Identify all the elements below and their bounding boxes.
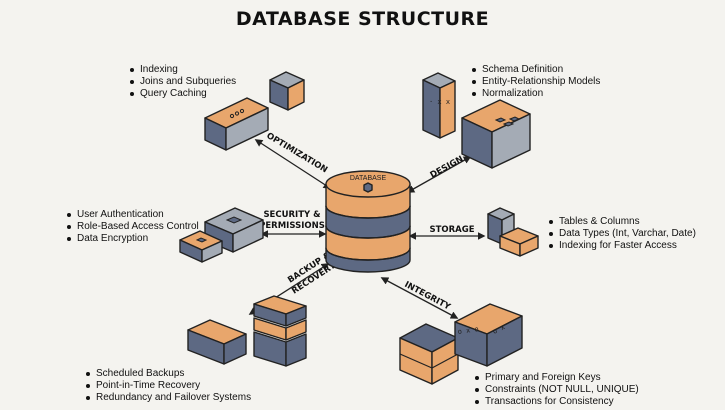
connector-design: DESIGN: [406, 154, 472, 193]
integrity-blocks-illustration: o x o o x: [399, 303, 523, 385]
storage-boxes-illustration: [487, 207, 539, 257]
security-list: User Authentication Role-Based Access Co…: [65, 209, 199, 245]
list-item: Joins and Subqueries: [128, 76, 236, 88]
list-item: Tables & Columns: [547, 216, 696, 228]
connector-integrity-label: INTEGRITY: [403, 280, 453, 313]
connector-security-label-2: PERMISSIONS: [259, 221, 325, 231]
list-item: User Authentication: [65, 209, 199, 221]
design-list: Schema Definition Entity-Relationship Mo…: [470, 64, 600, 100]
list-item: Redundancy and Failover Systems: [84, 392, 251, 404]
list-item: Scheduled Backups: [84, 368, 251, 380]
list-item: Indexing for Faster Access: [547, 240, 696, 252]
connector-security: SECURITY & PERMISSIONS: [259, 210, 327, 238]
database-cylinder: DATABASE: [325, 170, 411, 273]
list-item: Role-Based Access Control: [65, 221, 199, 233]
list-item: Constraints (NOT NULL, UNIQUE): [473, 384, 639, 396]
list-item: Entity-Relationship Models: [470, 76, 600, 88]
list-item: Indexing: [128, 64, 236, 76]
list-item: Transactions for Consistency: [473, 396, 639, 408]
connector-storage-label: STORAGE: [429, 225, 474, 235]
security-blocks-illustration: [179, 207, 264, 263]
connector-optimization-label: OPTIMIZATION: [264, 131, 329, 175]
connector-optimization: OPTIMIZATION: [254, 131, 332, 189]
integrity-list: Primary and Foreign Keys Constraints (NO…: [473, 372, 639, 408]
svg-text:· x x: · x x: [429, 98, 450, 106]
connector-security-label-1: SECURITY &: [263, 210, 321, 220]
list-item: Data Encryption: [65, 233, 199, 245]
database-cube-icon: [363, 182, 373, 193]
page-title: DATABASE STRUCTURE: [235, 8, 490, 30]
backup-cylinder-stack-illustration: [187, 295, 307, 367]
optimization-list: Indexing Joins and Subqueries Query Cach…: [128, 64, 236, 100]
database-label: DATABASE: [350, 175, 387, 182]
list-item: Query Caching: [128, 88, 236, 100]
list-item: Normalization: [470, 88, 600, 100]
list-item: Point-in-Time Recovery: [84, 380, 251, 392]
svg-text:o x o: o x o: [457, 325, 479, 336]
list-item: Primary and Foreign Keys: [473, 372, 639, 384]
list-item: Data Types (Int, Varchar, Date): [547, 228, 696, 240]
backup-list: Scheduled Backups Point-in-Time Recovery…: [84, 368, 251, 404]
storage-list: Tables & Columns Data Types (Int, Varcha…: [547, 216, 696, 252]
connector-storage: STORAGE: [408, 225, 486, 240]
connector-design-label: DESIGN: [429, 154, 466, 180]
connector-integrity: INTEGRITY: [380, 277, 459, 319]
design-buildings-illustration: · x x: [422, 72, 531, 169]
optimization-servers-illustration: [204, 71, 305, 151]
list-item: Schema Definition: [470, 64, 600, 76]
